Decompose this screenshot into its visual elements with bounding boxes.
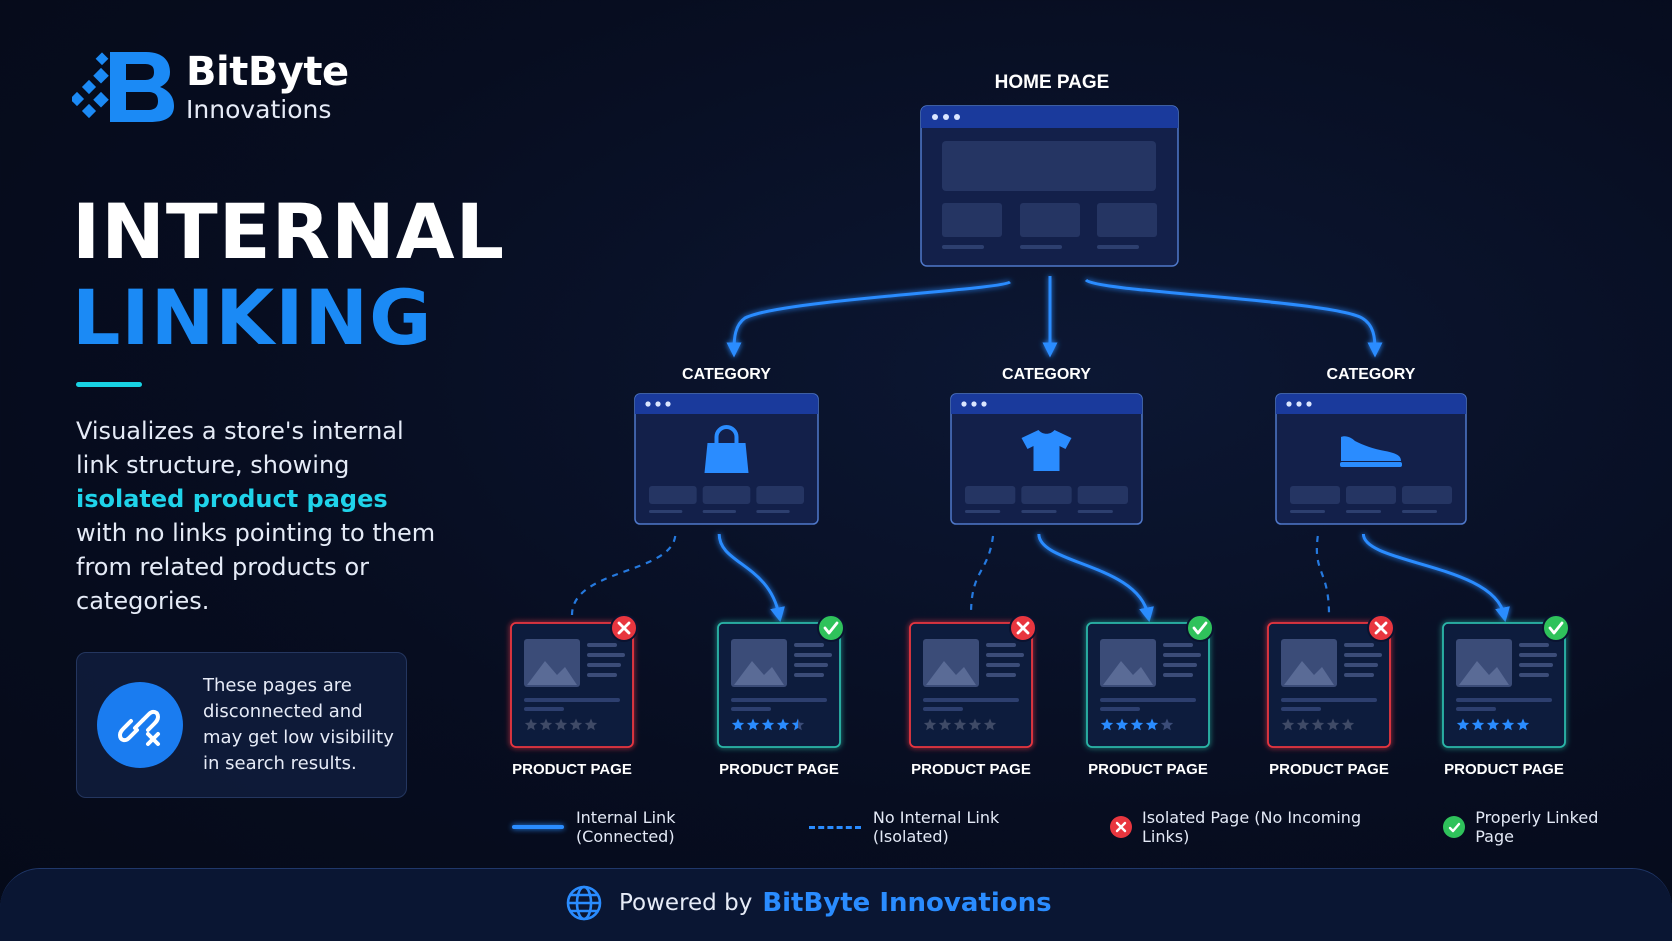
accent-divider bbox=[76, 382, 142, 387]
bitbyte-b-logo-icon bbox=[72, 52, 174, 122]
sneaker-icon bbox=[1340, 436, 1402, 467]
description-before: Visualizes a store's internal link struc… bbox=[76, 417, 404, 479]
rating-stars bbox=[731, 718, 805, 731]
category-label: CATEGORY bbox=[682, 366, 771, 383]
legend-item-isolated-link: No Internal Link (Isolated) bbox=[808, 808, 1080, 846]
category-node: CATEGORY bbox=[950, 366, 1143, 525]
missing-link-line bbox=[1315, 535, 1331, 616]
product-node: PRODUCT PAGE bbox=[1442, 614, 1570, 778]
product-page-label: PRODUCT PAGE bbox=[512, 761, 632, 778]
internal-link-line bbox=[717, 533, 785, 623]
internal-link-line bbox=[1361, 533, 1510, 623]
rating-stars bbox=[524, 718, 598, 731]
description-after: with no links pointing to them from rela… bbox=[76, 519, 436, 615]
solid-line-swatch bbox=[512, 825, 564, 829]
rating-stars bbox=[1456, 718, 1530, 731]
product-node: PRODUCT PAGE bbox=[510, 614, 638, 778]
product-node: PRODUCT PAGE bbox=[909, 614, 1037, 778]
footer-bar bbox=[0, 868, 1672, 941]
legend-label-isolated-link: No Internal Link (Isolated) bbox=[872, 808, 1000, 846]
check-circle-icon bbox=[1186, 614, 1214, 642]
legend-item-connected: Internal Link (Connected) bbox=[512, 808, 779, 846]
brand-name: BitByte bbox=[186, 49, 349, 95]
category-node: CATEGORY bbox=[634, 366, 819, 525]
footer-content: Powered by BitByte Innovations bbox=[565, 884, 1052, 922]
title-line-2: LINKING bbox=[72, 273, 433, 362]
home-page-label: HOME PAGE bbox=[995, 72, 1110, 93]
missing-link-line bbox=[570, 535, 677, 616]
product-page-label: PRODUCT PAGE bbox=[1269, 761, 1389, 778]
x-circle-icon bbox=[1367, 614, 1395, 642]
product-page-label: PRODUCT PAGE bbox=[1088, 761, 1208, 778]
legend-item-isolated-page: Isolated Page (No Incoming Links) bbox=[1109, 808, 1413, 846]
home-page-window bbox=[920, 105, 1179, 267]
category-to-product-links bbox=[570, 533, 1510, 623]
home-to-category-links bbox=[726, 276, 1383, 358]
notice-card: These pages are disconnected and may get… bbox=[76, 652, 407, 798]
broken-link-icon bbox=[97, 682, 183, 768]
check-circle-icon bbox=[1443, 816, 1466, 838]
rating-stars bbox=[923, 718, 997, 731]
legend-label-connected: Internal Link (Connected) bbox=[575, 808, 676, 846]
product-page-label: PRODUCT PAGE bbox=[1444, 761, 1564, 778]
internal-link-line bbox=[1037, 533, 1154, 623]
globe-icon bbox=[566, 885, 602, 921]
check-circle-icon bbox=[817, 614, 845, 642]
brand-subtitle: Innovations bbox=[186, 95, 332, 124]
x-circle-icon bbox=[1009, 614, 1037, 642]
product-nodes: PRODUCT PAGE PRODUCT PAGE PRODUCT PAGE PROD… bbox=[510, 614, 1570, 778]
description: Visualizes a store's internal link struc… bbox=[76, 414, 436, 618]
title-line-1: INTERNAL bbox=[72, 187, 506, 276]
product-page-label: PRODUCT PAGE bbox=[719, 761, 839, 778]
category-label: CATEGORY bbox=[1002, 366, 1091, 383]
category-label: CATEGORY bbox=[1327, 366, 1416, 383]
tshirt-icon bbox=[1021, 430, 1072, 471]
legend-item-linked-page: Properly Linked Page bbox=[1443, 808, 1642, 846]
category-node: CATEGORY bbox=[1275, 366, 1467, 525]
brand: BitByte Innovations bbox=[72, 50, 349, 124]
category-nodes: CATEGORY CATEGORY CATEGORY bbox=[634, 366, 1467, 525]
rating-stars bbox=[1281, 718, 1355, 731]
product-page-label: PRODUCT PAGE bbox=[911, 761, 1031, 778]
product-node: PRODUCT PAGE bbox=[717, 614, 845, 778]
footer-brand: BitByte Innovations bbox=[762, 888, 1052, 918]
description-highlight: isolated product pages bbox=[76, 485, 388, 513]
legend-label-linked-page: Properly Linked Page bbox=[1475, 808, 1599, 846]
product-node: PRODUCT PAGE bbox=[1267, 614, 1395, 778]
legend: Internal Link (Connected) No Internal Li… bbox=[512, 808, 1672, 846]
rating-stars bbox=[1100, 718, 1174, 731]
notice-text: These pages are disconnected and may get… bbox=[203, 675, 394, 774]
missing-link-line bbox=[969, 535, 995, 616]
product-node: PRODUCT PAGE bbox=[1086, 614, 1214, 778]
shopping-bag-icon bbox=[704, 425, 749, 473]
dashed-line-swatch bbox=[808, 825, 861, 829]
check-circle-icon bbox=[1542, 614, 1570, 642]
legend-label-isolated-page: Isolated Page (No Incoming Links) bbox=[1141, 808, 1362, 846]
x-circle-icon bbox=[610, 614, 638, 642]
powered-by-text: Powered by bbox=[619, 890, 753, 916]
x-circle-icon bbox=[1109, 816, 1132, 838]
